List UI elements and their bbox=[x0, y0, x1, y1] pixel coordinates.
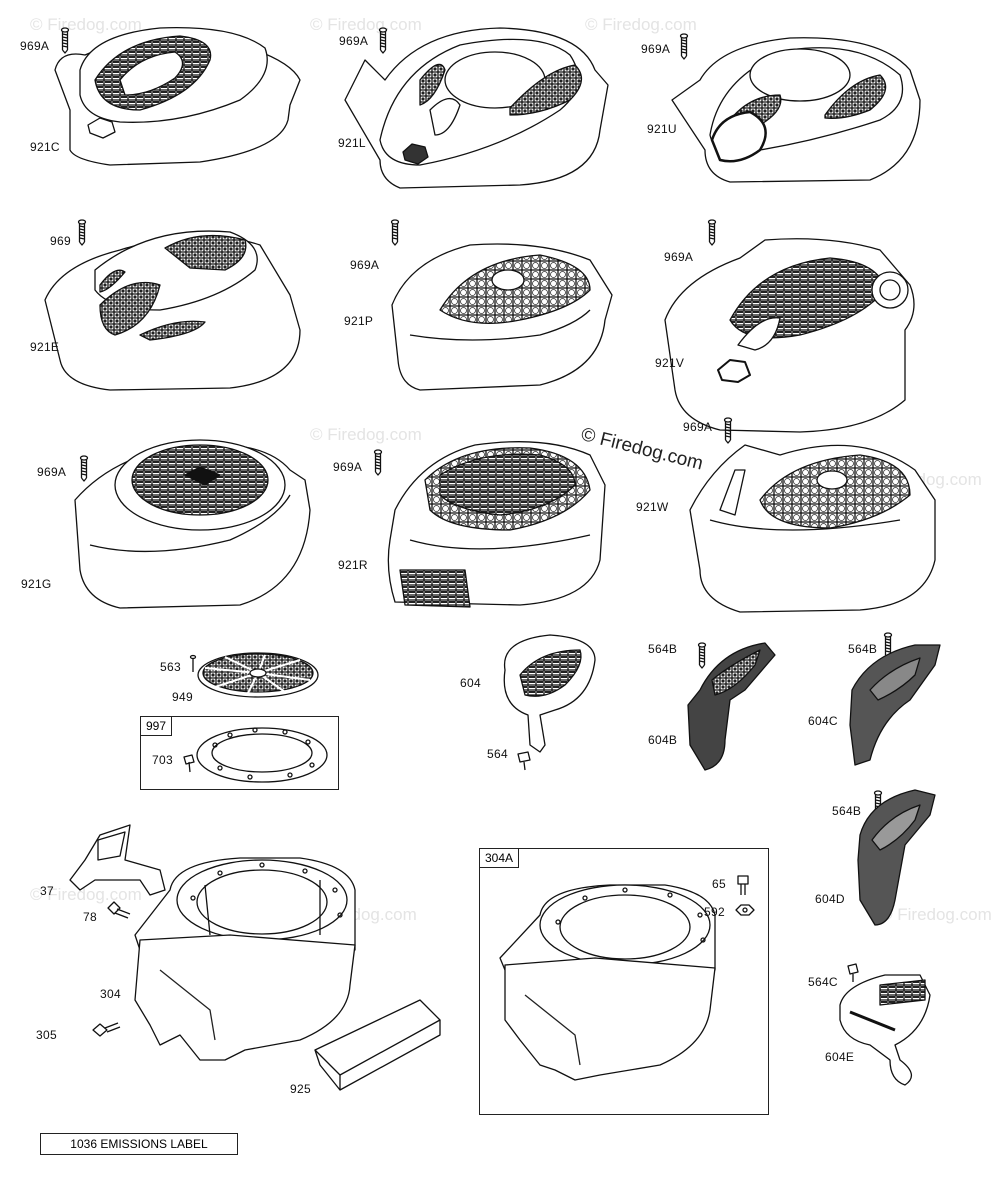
emissions-label: 1036 EMISSIONS LABEL bbox=[40, 1133, 238, 1155]
guard-604D bbox=[857, 789, 936, 926]
part-label: 604E bbox=[825, 1050, 855, 1064]
part-label: 969A bbox=[641, 42, 671, 56]
part-label: 604 bbox=[460, 676, 481, 690]
part-label: 949 bbox=[172, 690, 193, 704]
part-label: 564C bbox=[808, 975, 838, 989]
part-label: 969A bbox=[350, 258, 380, 272]
nut-592 bbox=[735, 904, 755, 916]
shroud-921E bbox=[44, 219, 301, 391]
part-label: 703 bbox=[152, 753, 173, 767]
part-label: 604D bbox=[815, 892, 845, 906]
box-997: 997 bbox=[140, 716, 339, 790]
shroud-921L bbox=[344, 27, 609, 189]
part-label: 604B bbox=[648, 733, 678, 747]
guard-604E bbox=[839, 963, 931, 1086]
grille-949 bbox=[189, 652, 319, 698]
part-label: 564B bbox=[848, 642, 878, 656]
box-997-label: 997 bbox=[141, 717, 173, 736]
part-label: 563 bbox=[160, 660, 181, 674]
shroud-921C bbox=[54, 27, 301, 166]
part-label: 921P bbox=[344, 314, 374, 328]
part-label: 969A bbox=[664, 250, 694, 264]
part-label: 969A bbox=[333, 460, 363, 474]
part-label: 564 bbox=[487, 747, 508, 761]
ring-997 bbox=[183, 727, 328, 783]
shroud-921G bbox=[74, 439, 311, 609]
bolt-65 bbox=[737, 875, 749, 895]
shroud-921V bbox=[664, 219, 915, 433]
part-label: 921U bbox=[647, 122, 677, 136]
part-label: 65 bbox=[712, 877, 726, 891]
part-label: 969A bbox=[20, 39, 50, 53]
guard-604 bbox=[503, 634, 596, 771]
box-304A-label: 304A bbox=[480, 849, 520, 868]
part-label: 305 bbox=[36, 1028, 57, 1042]
part-label: 604C bbox=[808, 714, 838, 728]
part-label: 304 bbox=[100, 987, 121, 1001]
part-label: 921W bbox=[636, 500, 669, 514]
part-label: 921E bbox=[30, 340, 60, 354]
bracket-37 bbox=[69, 824, 166, 896]
shroud-921P bbox=[390, 219, 613, 391]
part-label: 969A bbox=[37, 465, 67, 479]
part-label: 78 bbox=[83, 910, 97, 924]
housing-304A bbox=[499, 884, 716, 1081]
part-label: 592 bbox=[704, 905, 725, 919]
watermark: © Firedog.com bbox=[310, 15, 422, 34]
shroud-921R bbox=[373, 441, 606, 608]
guard-604B bbox=[687, 642, 776, 771]
watermark: © Firedog.com bbox=[30, 885, 142, 904]
part-label: 969A bbox=[683, 420, 713, 434]
part-label: 925 bbox=[290, 1082, 311, 1096]
watermark: © Firedog.com bbox=[30, 15, 142, 34]
part-label: 969A bbox=[339, 34, 369, 48]
screw-78 bbox=[107, 901, 131, 919]
watermark: © Firedog.com bbox=[585, 15, 697, 34]
baffle-925 bbox=[314, 999, 441, 1091]
part-label: 921G bbox=[21, 577, 52, 591]
part-label: 921L bbox=[338, 136, 366, 150]
part-label: 564B bbox=[648, 642, 678, 656]
watermark: © Firedog.com bbox=[310, 425, 422, 444]
part-label: 564B bbox=[832, 804, 862, 818]
shroud-921U bbox=[671, 33, 921, 183]
watermark: © Firedog.com bbox=[880, 905, 992, 924]
screw-305 bbox=[92, 1022, 121, 1037]
part-label: 921V bbox=[655, 356, 685, 370]
part-label: 921C bbox=[30, 140, 60, 154]
guard-604C bbox=[849, 632, 941, 766]
part-label: 969 bbox=[50, 234, 71, 248]
shroud-921W bbox=[689, 417, 936, 613]
box-304A: 304A bbox=[479, 848, 769, 1115]
part-label: 37 bbox=[40, 884, 54, 898]
part-label: 921R bbox=[338, 558, 368, 572]
housing-304 bbox=[134, 857, 356, 1061]
